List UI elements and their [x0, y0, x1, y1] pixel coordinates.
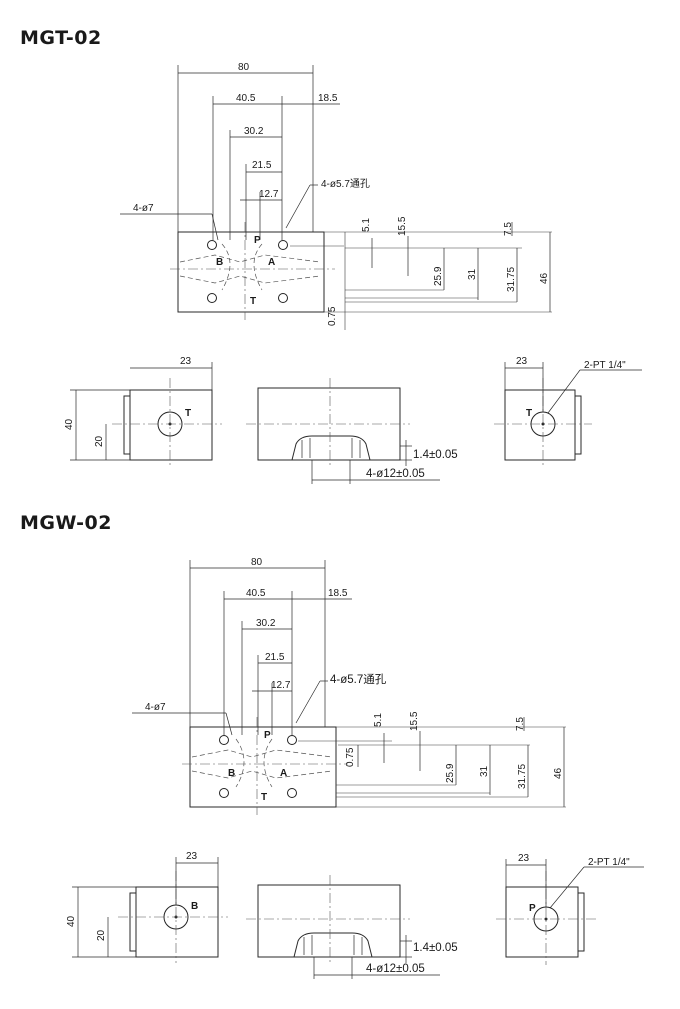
flow-channel-lower [191, 770, 333, 779]
dim-15-5: 15.5 [397, 216, 408, 236]
dim-18-5: 18.5 [328, 588, 348, 599]
dim-46: 46 [553, 767, 564, 779]
dim-40-5: 40.5 [236, 93, 256, 104]
dim-20: 20 [94, 435, 105, 447]
dim-25-9: 25.9 [433, 266, 444, 286]
flow-channel-upper [179, 254, 321, 263]
main-block [177, 231, 325, 313]
left-view-port: T [185, 408, 191, 419]
dim-18-5: 18.5 [318, 93, 338, 104]
dim-0-75: 0.75 [327, 306, 338, 326]
dim-31: 31 [467, 268, 478, 280]
right-view-port: T [526, 408, 532, 419]
mounting-hole-bl [219, 788, 229, 798]
mounting-hole-tl [207, 240, 217, 250]
main-block [189, 726, 337, 808]
dim-21-5: 21.5 [252, 160, 272, 171]
dim-31: 31 [479, 765, 490, 777]
mounting-hole-tr [287, 735, 297, 745]
port-label-a: A [268, 257, 275, 268]
dim-20: 20 [96, 929, 107, 941]
section-title-mgw: MGW-02 [20, 512, 112, 534]
mounting-hole-br [278, 293, 288, 303]
port-label-p: P [264, 730, 271, 741]
dim-23-left: 23 [186, 851, 198, 862]
dim-4-o7: 4-ø7 [145, 702, 166, 713]
dim-21-5: 21.5 [265, 652, 285, 663]
dim-0-75: 0.75 [345, 747, 356, 767]
dim-40: 40 [64, 418, 75, 430]
dim-46: 46 [539, 272, 550, 284]
dim-12-7: 12.7 [271, 680, 291, 691]
tol-1-4: 1.4±0.05 [413, 449, 458, 461]
flow-channel-center [235, 738, 273, 788]
hole-note: 4-ø5.7通孔 [330, 673, 387, 686]
section-title-mgt: MGT-02 [20, 27, 102, 49]
front-view [257, 884, 401, 958]
dim-40: 40 [66, 915, 77, 927]
flow-channel-lower [179, 275, 321, 284]
pt-note: 2-PT 1/4" [588, 857, 630, 868]
port-label-a: A [280, 768, 287, 779]
tol-4-o12: 4-ø12±0.05 [366, 963, 425, 975]
port-label-t: T [250, 296, 256, 307]
pt-note: 2-PT 1/4" [584, 360, 626, 371]
mgt-drawing: P B A T 80 40.5 18.5 30.2 21.5 12.7 4-ø5… [64, 62, 642, 484]
front-view-recess [293, 932, 373, 958]
dim-7-5: 7.5 [503, 222, 514, 236]
front-view-recess [291, 435, 371, 461]
dim-23-right: 23 [516, 356, 528, 367]
dim-12-7: 12.7 [259, 189, 279, 200]
dim-80: 80 [251, 557, 263, 568]
mounting-hole-tl [219, 735, 229, 745]
flow-channel-center [221, 243, 263, 291]
hole-note: 4-ø5.7通孔 [321, 178, 370, 190]
port-label-p: P [254, 235, 261, 246]
dim-5-1: 5.1 [373, 713, 384, 727]
dim-23-left: 23 [180, 356, 192, 367]
port-label-b: B [228, 768, 235, 779]
dim-25-9: 25.9 [445, 763, 456, 783]
port-label-t: T [261, 792, 267, 803]
left-view-port: B [191, 901, 198, 912]
dim-30-2: 30.2 [256, 618, 276, 629]
dim-31-75: 31.75 [517, 764, 528, 789]
dim-31-75: 31.75 [506, 267, 517, 292]
port-label-b: B [216, 257, 223, 268]
dim-23-right: 23 [518, 853, 530, 864]
dim-4-o7: 4-ø7 [133, 203, 154, 214]
mounting-hole-tr [278, 240, 288, 250]
dim-5-1: 5.1 [361, 218, 372, 232]
mgw-drawing: P B A T 80 40.5 18.5 30.2 21.5 12.7 4-ø5… [66, 557, 644, 979]
tol-4-o12: 4-ø12±0.05 [366, 468, 425, 480]
mounting-hole-br [287, 788, 297, 798]
dim-30-2: 30.2 [244, 126, 264, 137]
dim-80: 80 [238, 62, 250, 73]
dim-15-5: 15.5 [409, 711, 420, 731]
dim-40-5: 40.5 [246, 588, 266, 599]
right-view-port: P [529, 903, 536, 914]
tol-1-4: 1.4±0.05 [413, 942, 458, 954]
dim-7-5: 7.5 [515, 717, 526, 731]
mounting-hole-bl [207, 293, 217, 303]
flow-channel-upper [191, 749, 333, 758]
